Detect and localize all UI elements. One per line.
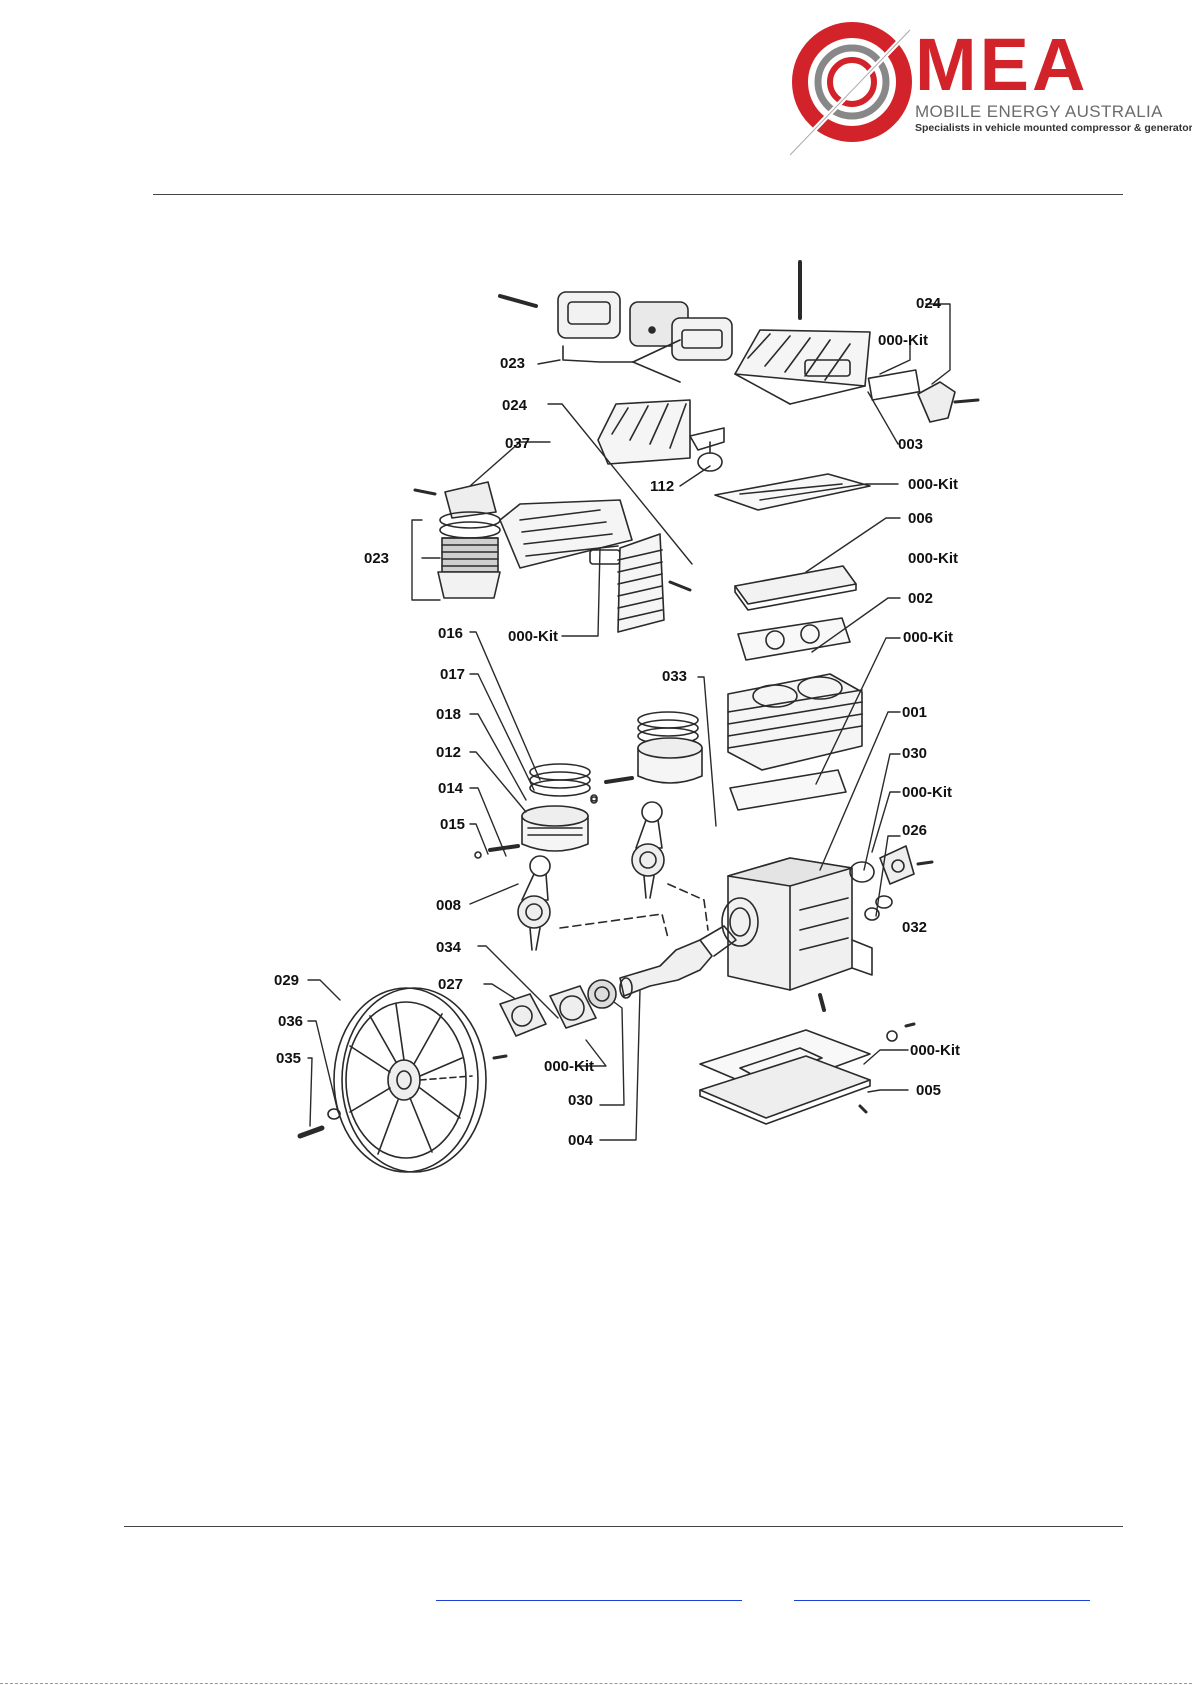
label-027: 027 — [438, 976, 463, 993]
label-006: 006 — [908, 510, 933, 527]
label-112: 112 — [650, 478, 674, 495]
label-030-bottom: 030 — [568, 1092, 593, 1109]
label-018: 018 — [436, 706, 461, 723]
label-033: 033 — [662, 668, 687, 685]
label-024-middle: 024 — [502, 397, 528, 414]
footer-link-2[interactable] — [794, 1582, 1090, 1601]
label-005: 005 — [916, 1082, 941, 1099]
footer-link-1[interactable] — [436, 1582, 742, 1601]
label-029: 029 — [274, 972, 299, 989]
label-000-kit-3: 000-Kit — [908, 550, 958, 567]
label-008: 008 — [436, 897, 461, 914]
label-036: 036 — [278, 1013, 303, 1030]
label-035: 035 — [276, 1050, 301, 1067]
label-026: 026 — [902, 822, 927, 839]
left-piston-group — [475, 764, 597, 858]
label-000-kit-5: 000-Kit — [903, 629, 953, 646]
label-023-left: 023 — [364, 550, 389, 567]
bearing-cover — [494, 980, 616, 1058]
label-037: 037 — [505, 435, 530, 452]
label-002: 002 — [908, 590, 933, 607]
cylinder-block — [728, 674, 862, 810]
label-001: 001 — [902, 704, 927, 721]
label-000-kit-1: 000-Kit — [878, 332, 928, 349]
label-023-top: 023 — [500, 355, 525, 372]
label-034: 034 — [436, 939, 462, 956]
label-017: 017 — [440, 666, 465, 683]
assembly-guides — [560, 884, 708, 938]
label-000-kit-4: 000-Kit — [508, 628, 558, 645]
label-000-kit-6: 000-Kit — [902, 784, 952, 801]
pulley-bolt-washer — [300, 1109, 340, 1136]
side-cover-parts — [850, 846, 932, 920]
footer-rule — [124, 1526, 1123, 1527]
crankcase — [722, 858, 872, 1010]
right-piston-group — [591, 712, 702, 801]
label-004: 004 — [568, 1132, 594, 1149]
label-003: 003 — [898, 436, 923, 453]
label-000-kit-2: 000-Kit — [908, 476, 958, 493]
label-015: 015 — [440, 816, 465, 833]
page-bottom-edge — [0, 1683, 1192, 1684]
label-000-kit-7: 000-Kit — [544, 1058, 594, 1075]
label-030-right: 030 — [902, 745, 927, 762]
top-filter-assembly — [500, 292, 732, 382]
label-024-top: 024 — [916, 295, 942, 312]
label-012: 012 — [436, 744, 461, 761]
base-plates — [700, 1024, 914, 1124]
label-014: 014 — [438, 780, 464, 797]
cylinder-head-top — [735, 262, 978, 422]
valve-plates — [715, 474, 870, 660]
label-016: 016 — [438, 625, 463, 642]
label-032: 032 — [902, 919, 927, 936]
crankshaft — [620, 926, 736, 998]
flywheel-pulley — [334, 988, 486, 1172]
label-000-kit-8: 000-Kit — [910, 1042, 960, 1059]
cylinder-head-middle — [598, 400, 724, 471]
